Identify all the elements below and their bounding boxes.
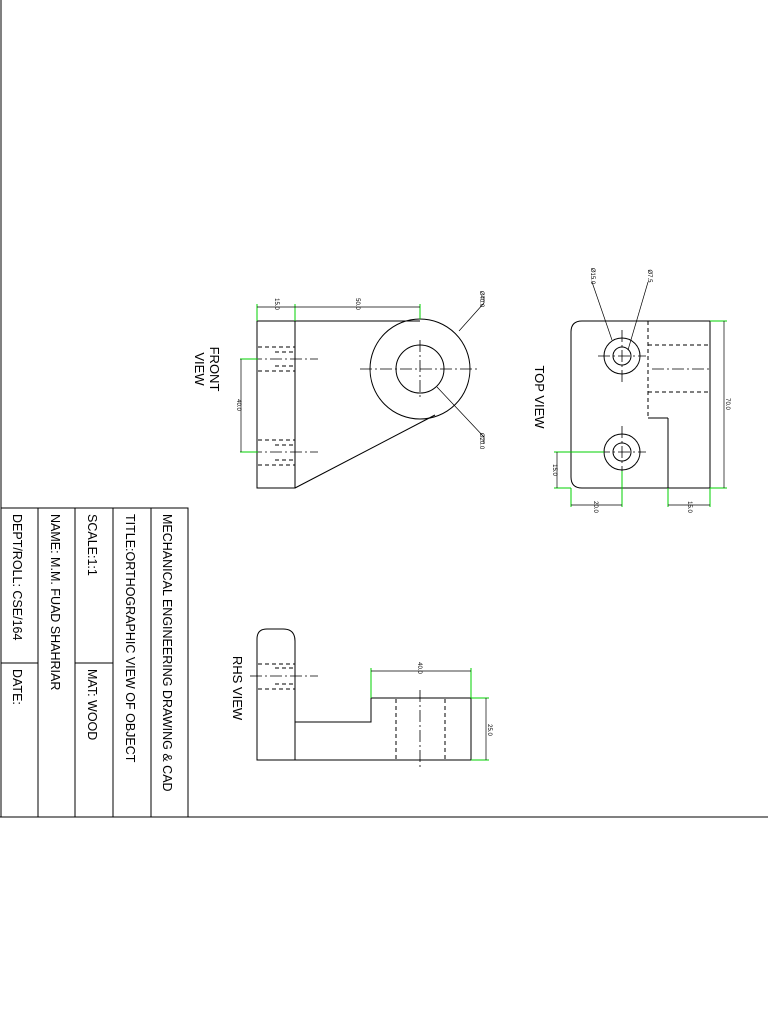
dim-top-15-left: 15.0 xyxy=(551,464,557,476)
sheet-border xyxy=(0,0,768,818)
title-block-name: NAME: M.M. FUAD SHAHRIAR xyxy=(48,514,62,690)
rhs-view-label: RHS VIEW xyxy=(230,656,245,721)
top-view: Ø15.0 Ø7.5 70.0 15.0 20.0 15.0 TOP VIEW xyxy=(532,268,730,514)
front-view-label-2: VIEW xyxy=(192,352,207,386)
dim-front-dia20: Ø20.0 xyxy=(478,433,484,450)
front-base-plate xyxy=(256,320,296,489)
rhs-outline xyxy=(256,628,472,761)
title-block-dept-roll: DEPT/ROLL: CSE/164 xyxy=(10,514,24,640)
title-block-date: DATE: xyxy=(10,669,24,705)
dim-front-40: 40.0 xyxy=(235,399,241,411)
title-block-course: MECHANICAL ENGINEERING DRAWING & CAD xyxy=(160,514,174,792)
dim-rhs-40: 40.0 xyxy=(416,662,422,674)
dim-top-20: 20.0 xyxy=(592,501,598,513)
top-outline xyxy=(570,320,711,489)
dim-front-50: 50.0 xyxy=(354,298,360,310)
front-web-slope xyxy=(294,414,436,489)
top-dimensions xyxy=(554,281,727,507)
dim-rhs-25: 25.0 xyxy=(486,724,492,736)
title-block-scale: SCALE:1:1 xyxy=(85,514,99,576)
front-dimensions xyxy=(240,296,485,453)
dim-top-15-bottom: 15.0 xyxy=(686,501,692,513)
rhs-dimensions xyxy=(370,668,489,761)
title-block xyxy=(0,507,189,818)
dim-top-70: 70.0 xyxy=(724,398,730,410)
title-block-title: TITLE:ORTHOGRAPHIC VIEW OF OBJECT xyxy=(123,514,137,763)
front-view: 15.0 50.0 40.0 Ø40.0 Ø20.0 FRONT VIEW xyxy=(192,291,485,489)
dim-front-dia40: Ø40.0 xyxy=(478,291,484,308)
rhs-view: 40.0 25.0 RHS VIEW xyxy=(230,628,492,768)
top-view-label: TOP VIEW xyxy=(532,365,547,429)
front-view-label-1: FRONT xyxy=(207,347,222,392)
front-hidden-holes xyxy=(250,346,318,466)
dim-top-dia15: Ø15.0 xyxy=(589,268,595,285)
dim-top-dia75: Ø7.5 xyxy=(646,269,652,283)
dim-front-15: 15.0 xyxy=(273,298,279,310)
title-block-material: MAT: WOOD xyxy=(85,669,99,740)
